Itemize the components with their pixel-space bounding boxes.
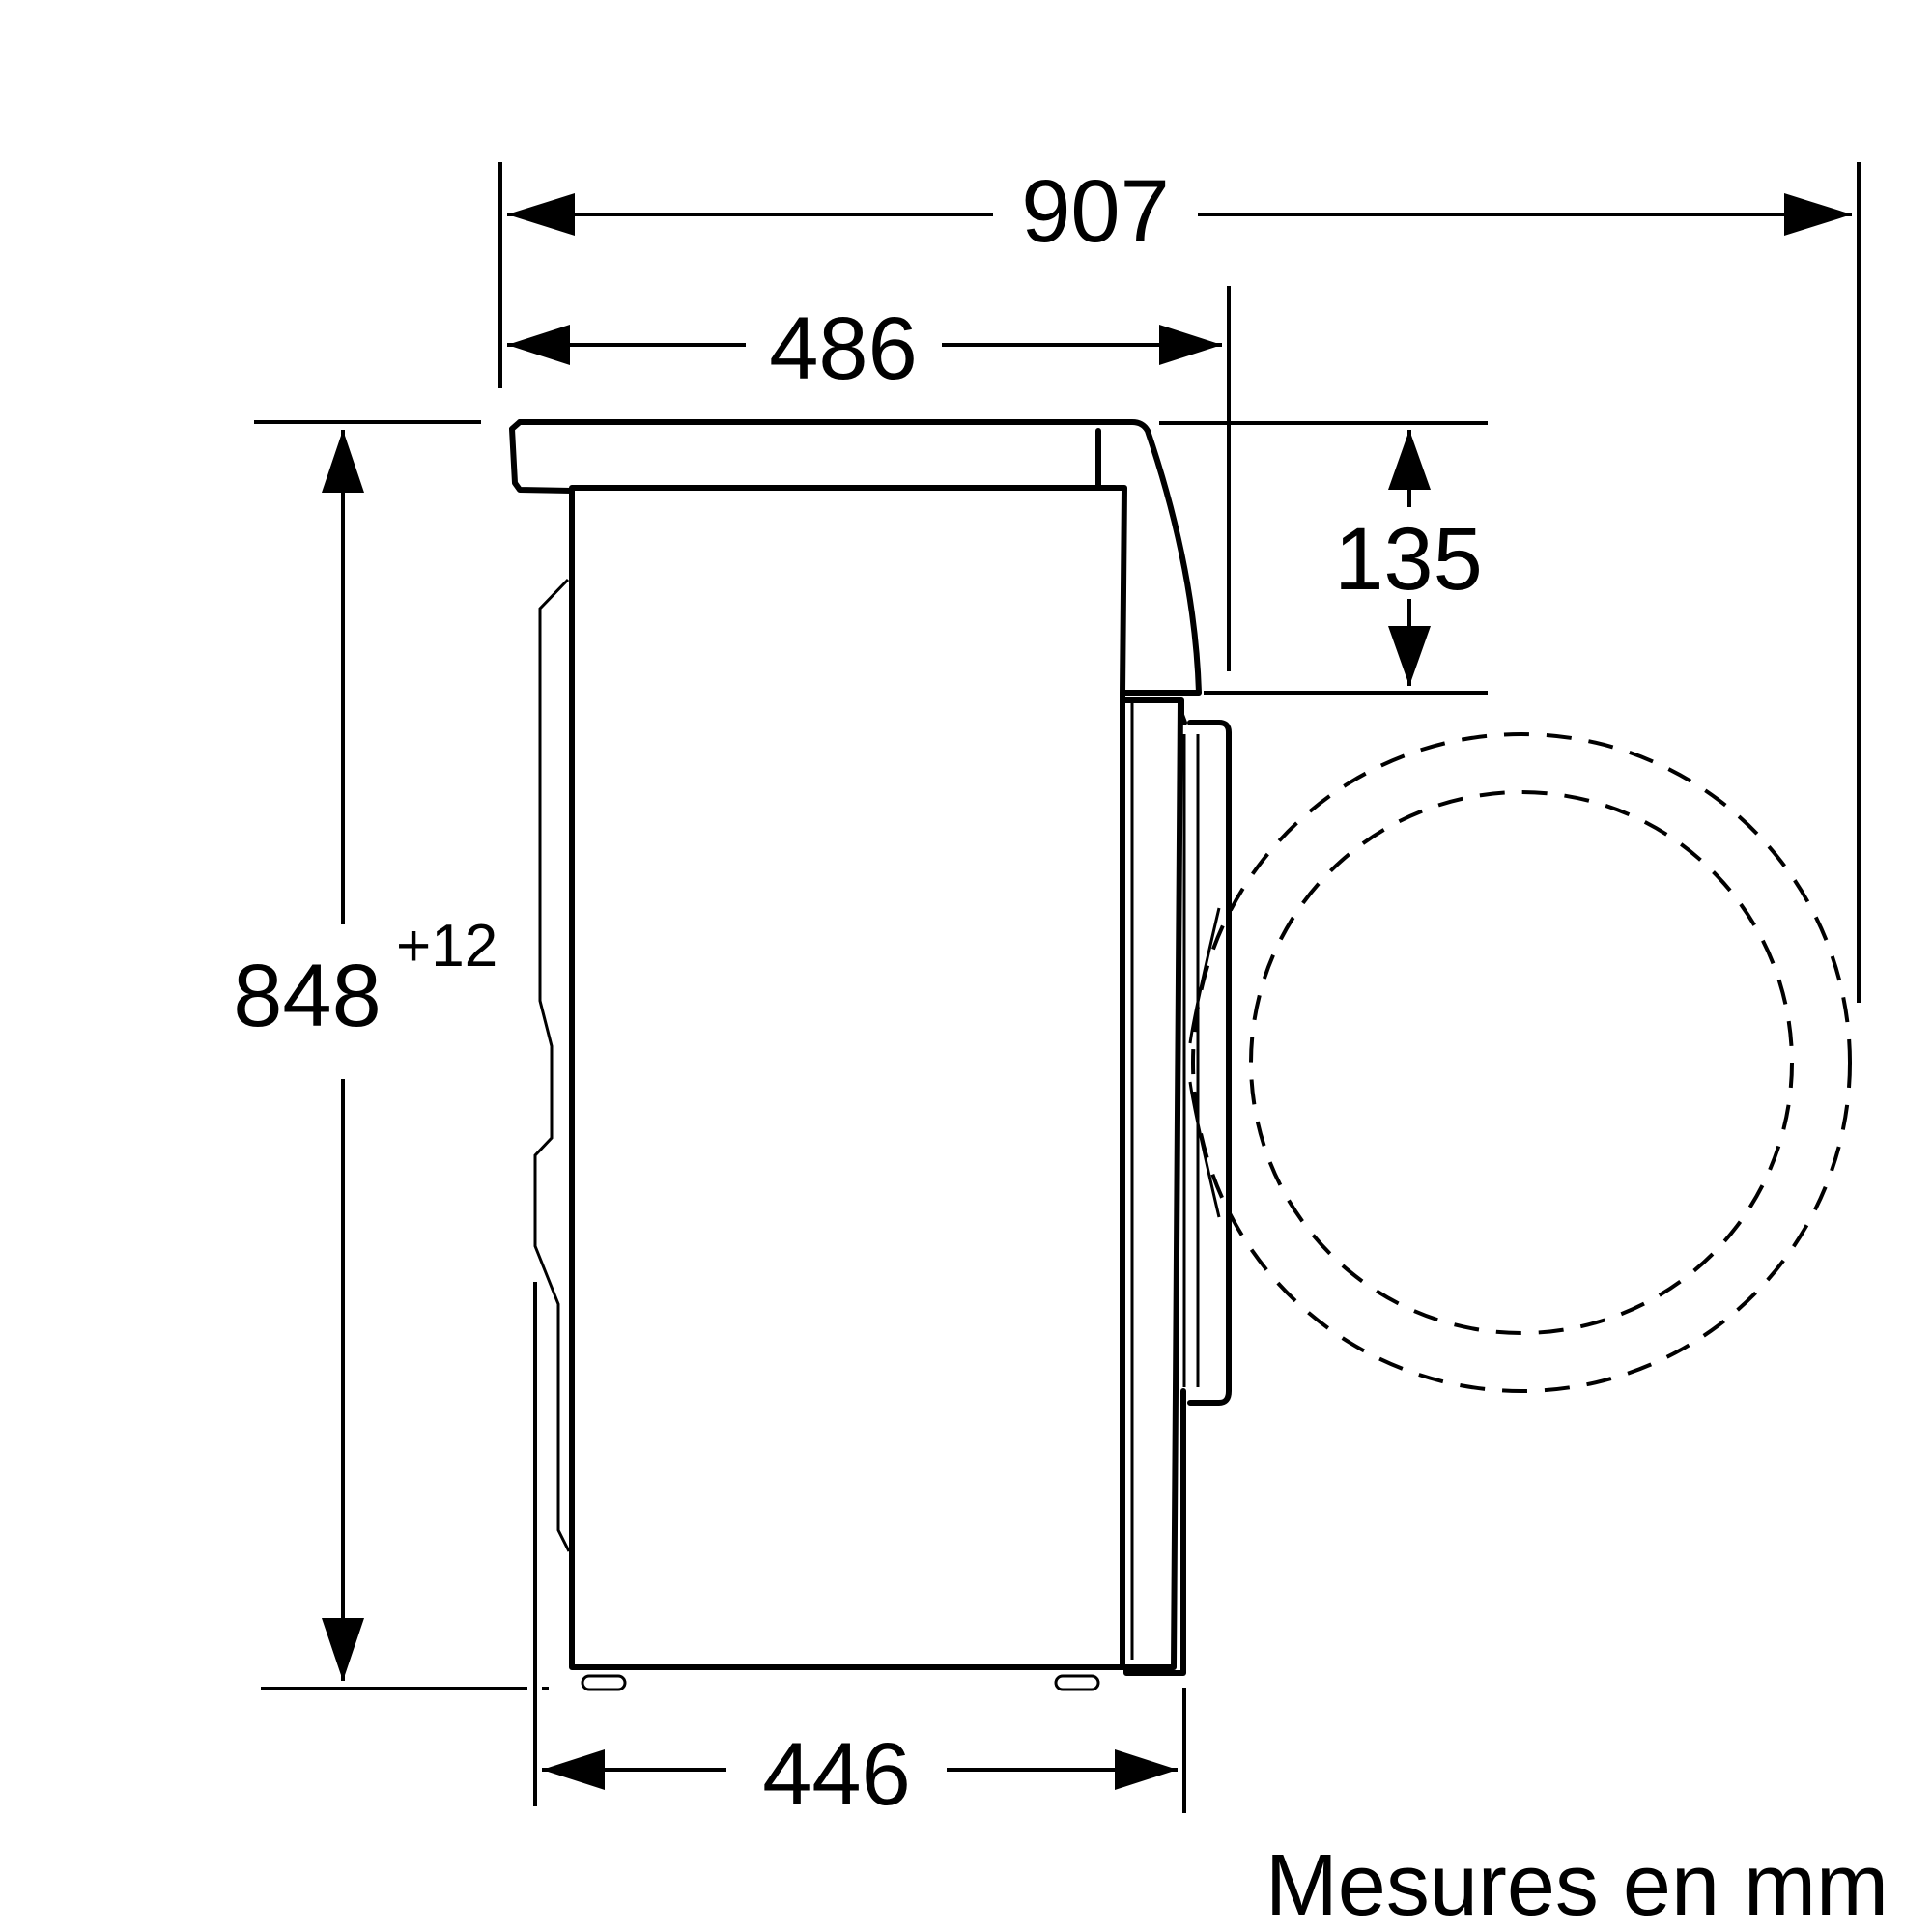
arrow-bottom-848 (322, 1618, 364, 1681)
front-panel (1120, 697, 1183, 1670)
arrow-top-848 (322, 430, 364, 493)
arrow-right-446 (1115, 1749, 1178, 1790)
label-446: 446 (762, 1725, 911, 1824)
door-swing-inner-circle (1249, 790, 1794, 1335)
dimension-height: 848 +12 (233, 420, 549, 1690)
lid-rear-edge (509, 419, 575, 494)
cabinet-rear-and-base (569, 488, 1129, 1670)
arrow-top-135 (1388, 430, 1431, 490)
machine-outline (509, 419, 1202, 1691)
door-edges (1182, 734, 1200, 1387)
label-486: 486 (769, 299, 918, 398)
arrow-bottom-135 (1388, 626, 1431, 686)
arrow-left-907 (507, 193, 575, 236)
label-848: 848 (233, 947, 382, 1045)
front-foot (1054, 1674, 1100, 1691)
door-swing-outer-circle (1191, 732, 1852, 1393)
label-848-tolerance: +12 (396, 913, 497, 980)
top-lid (517, 419, 1202, 696)
arrow-left-486 (507, 325, 570, 365)
front-base (1123, 1388, 1186, 1676)
label-907: 907 (1021, 162, 1170, 261)
door-frame (1179, 697, 1232, 1406)
dimension-top-depth: 486 (507, 286, 1231, 671)
dimension-base-depth: 446 (533, 1282, 1186, 1824)
door-swing (1191, 732, 1852, 1393)
door (1179, 697, 1232, 1406)
rear-foot (581, 1674, 627, 1691)
door-hinge-arc (1188, 907, 1221, 1218)
label-135: 135 (1334, 510, 1483, 609)
units-note: Mesures en mm (1265, 1837, 1889, 1932)
dimension-overall-depth: 907 (498, 162, 1861, 1003)
arrow-right-907 (1784, 193, 1852, 236)
arrow-left-446 (542, 1749, 605, 1790)
dimension-door-offset: 135 (1159, 421, 1488, 695)
rear-panel-profile (533, 578, 571, 1552)
arrow-right-486 (1159, 325, 1222, 365)
